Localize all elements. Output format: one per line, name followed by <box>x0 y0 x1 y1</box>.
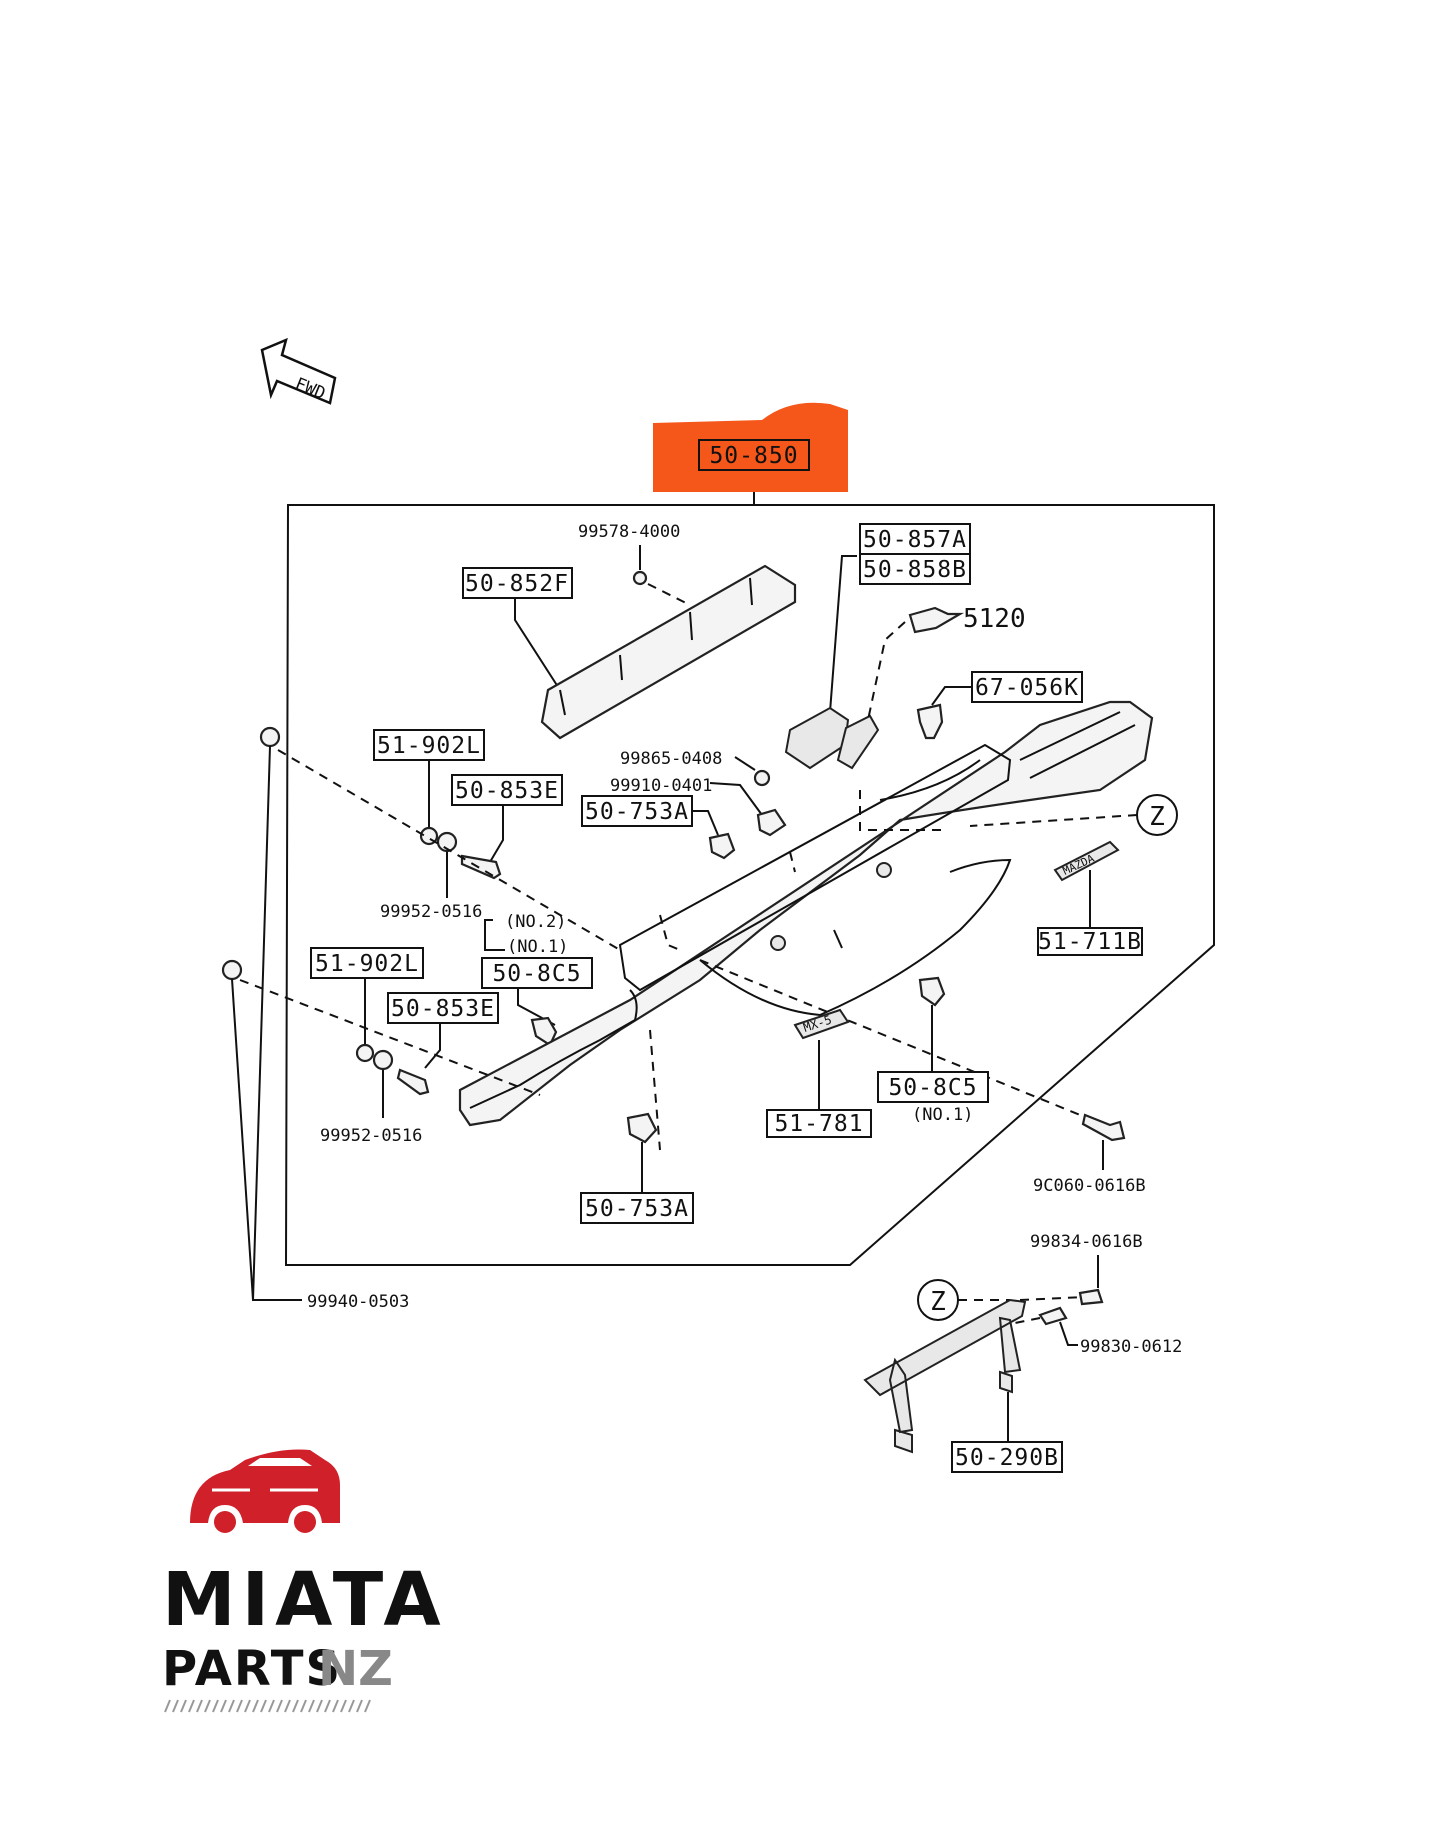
label-no1-right: (NO.1) <box>912 1105 973 1125</box>
washer-bottom-1 <box>355 1043 375 1063</box>
logo-line1: MIATA <box>162 1557 447 1643</box>
label-67-056K: 67-056K <box>975 675 1079 701</box>
car-silhouette-icon <box>190 1449 340 1523</box>
label-99834-0616B: 99834-0616B <box>1030 1232 1143 1252</box>
label-50-853E-bottom: 50-853E <box>391 996 495 1022</box>
screw-99865 <box>753 769 771 787</box>
label-51-781: 51-781 <box>774 1111 863 1137</box>
bracket-50-852F <box>540 564 797 740</box>
bolt-9C060 <box>1081 1113 1126 1142</box>
logo-line2a: PARTS <box>162 1641 342 1697</box>
label-50-852F: 50-852F <box>465 571 569 597</box>
reference-z-bottom-label: Z <box>930 1287 946 1317</box>
label-50-8C5-right: 50-8C5 <box>888 1075 977 1101</box>
label-no1: (NO.1) <box>507 937 568 957</box>
label-50-753A-bottom: 50-753A <box>585 1196 689 1222</box>
mx5-badge <box>793 1008 850 1040</box>
reference-z-top-label: Z <box>1149 802 1165 832</box>
miata-parts-nz-logo: MIATA PARTS NZ <box>162 1449 447 1713</box>
label-51-902L-bottom: 51-902L <box>315 951 419 977</box>
label-51-902L-top: 51-902L <box>377 733 481 759</box>
label-no2: (NO.2) <box>505 912 566 932</box>
label-50-290B: 50-290B <box>955 1445 1059 1471</box>
label-9C060-0616B: 9C060-0616B <box>1033 1176 1146 1196</box>
bracket-50-290B <box>863 1298 1027 1454</box>
label-50-753A-top: 50-753A <box>585 799 689 825</box>
clip-50-8C5-left <box>530 1016 558 1047</box>
reference-arrow-icon <box>908 606 965 634</box>
spoiler-body-50-850 <box>458 700 1154 1127</box>
main-part-label-box <box>698 439 810 471</box>
label-99952-0516-bottom: 99952-0516 <box>320 1126 422 1146</box>
grommet-bottom <box>221 959 243 981</box>
grommet-top <box>259 726 281 748</box>
label-50-853E-top: 50-853E <box>455 778 559 804</box>
label-99910-0401: 99910-0401 <box>610 776 712 796</box>
bolt-99834 <box>1078 1288 1104 1306</box>
logo-hatch <box>164 1699 371 1713</box>
bolt-99830 <box>1038 1306 1068 1326</box>
clip-50-753A-bottom <box>626 1112 658 1144</box>
screw-top <box>460 854 502 880</box>
clip-50-8C5-right <box>918 976 946 1007</box>
label-99865-0408: 99865-0408 <box>620 749 722 769</box>
label-51-711B: 51-711B <box>1038 929 1142 955</box>
clip-67-056K <box>916 703 944 740</box>
emblem-text: MAZDA <box>1061 852 1097 878</box>
label-99952-0516-top: 99952-0516 <box>380 902 482 922</box>
logo-line2b: NZ <box>318 1641 393 1697</box>
screw-bottom <box>396 1068 430 1096</box>
main-part-label: 50-850 <box>709 443 798 469</box>
label-5120: 5120 <box>963 604 1026 634</box>
forward-arrow-icon: FWD <box>260 337 337 405</box>
assembly-frame <box>284 504 1215 1266</box>
label-50-857A: 50-857A <box>863 527 967 553</box>
nut-99910 <box>756 808 787 837</box>
label-99940-0503: 99940-0503 <box>307 1292 409 1312</box>
label-50-858B: 50-858B <box>863 557 967 583</box>
label-99578-4000: 99578-4000 <box>578 522 680 542</box>
washer-top-2 <box>436 831 458 853</box>
washer-bottom-2 <box>372 1049 394 1071</box>
mazda-emblem <box>1053 840 1120 882</box>
clip-50-753A-top <box>708 832 736 860</box>
label-50-8C5-left: 50-8C5 <box>492 961 581 987</box>
label-99830-0612: 99830-0612 <box>1080 1337 1182 1357</box>
clip-99578 <box>632 570 648 586</box>
